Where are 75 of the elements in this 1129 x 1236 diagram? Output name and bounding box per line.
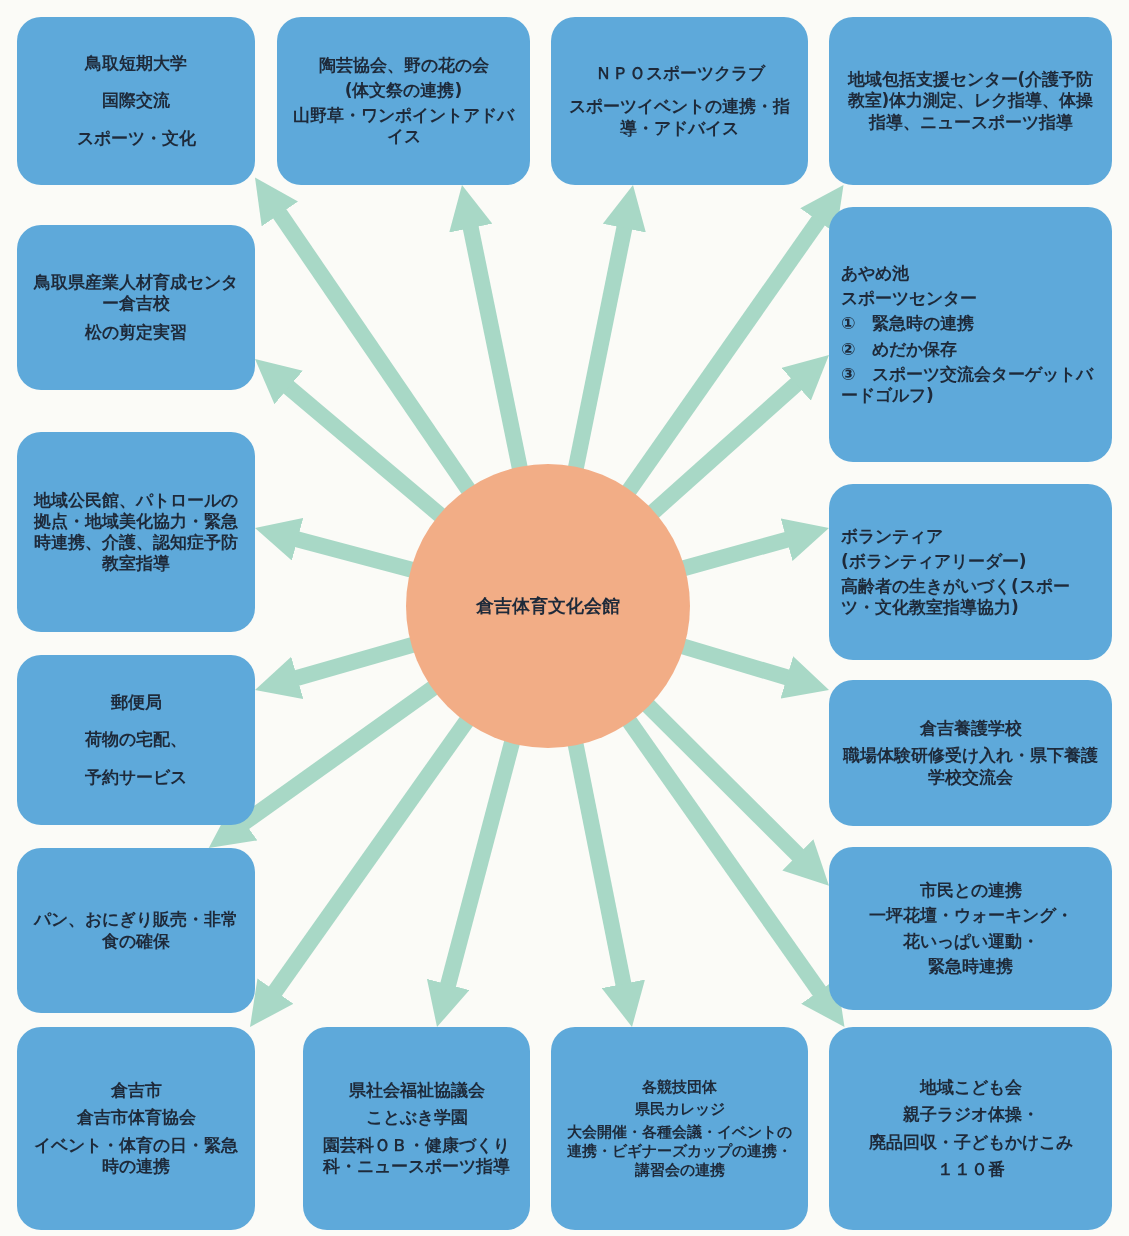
node-text: 緊急時連携 xyxy=(927,955,1014,977)
organization-box xyxy=(17,432,255,632)
node-text: 郵便局 xyxy=(109,692,163,714)
organization-box xyxy=(277,17,530,185)
node-text: ③ スポーツ交流会ターゲットバードゴルフ) xyxy=(841,363,1095,407)
node-text: 花いっぱい運動・ xyxy=(901,930,1040,952)
node-text: 鳥取県産業人材育成センター倉吉校 xyxy=(32,271,239,315)
arrow xyxy=(621,185,844,496)
node-text: 一坪花壇・ウォーキング・ xyxy=(867,905,1074,927)
node-text: 倉吉市体育協会 xyxy=(75,1107,197,1129)
node-text: 高齢者の生きがいづく(スポーツ・文化教室指導協力) xyxy=(841,576,1071,619)
organization-box xyxy=(17,655,255,825)
node-text: 山野草・ワンポイントアドバイス xyxy=(292,105,516,148)
node-text: 大会開催・各種会議・イベントの連携・ビギナーズカップの連携・講習会の連携 xyxy=(566,1123,793,1180)
node-text: イベント・体育の日・緊急時の連携 xyxy=(33,1134,239,1177)
organization-box xyxy=(829,17,1112,185)
arrow xyxy=(641,699,829,886)
center-label: 倉吉体育文化会館 xyxy=(476,594,620,618)
node-text: 国際交流 xyxy=(101,90,171,112)
node-text: スポーツイベントの連携・指導・アドバイス xyxy=(568,96,791,139)
node-text: 各競技団体 xyxy=(641,1077,718,1097)
node-text: ことぶき学園 xyxy=(364,1107,469,1129)
organization-box xyxy=(551,17,808,185)
organization-box xyxy=(829,484,1112,660)
node-text: 親子ラジオ体操・ xyxy=(901,1104,1040,1126)
node-text: 職場体験研修受け入れ・県下養護学校交流会 xyxy=(841,745,1099,788)
arrow xyxy=(622,715,845,1027)
node-text: ② めだか保存 xyxy=(841,338,959,360)
organization-box xyxy=(829,680,1112,826)
node-text: 鳥取短期大学 xyxy=(83,53,188,75)
organization-box xyxy=(17,17,255,185)
arrow xyxy=(449,185,528,471)
node-text: (体文祭の連携) xyxy=(343,79,464,101)
node-text: 陶芸協会、野の花の会 xyxy=(317,54,490,76)
organization-box xyxy=(829,1027,1112,1230)
node-text: 予約サービス xyxy=(84,766,188,788)
arrow xyxy=(647,355,829,519)
arrow xyxy=(255,177,476,495)
node-text: 地域包括支援センター(介護予防教室)体力測定、レク指導、体操指導、ニュースポーツ指導 xyxy=(846,69,1095,133)
node-text: あやめ池 xyxy=(841,262,910,284)
arrow xyxy=(255,518,415,578)
node-text: スポーツ・文化 xyxy=(75,127,197,149)
node-text: 地域こども会 xyxy=(918,1077,1023,1099)
node-text: (ボランティアリーダー) xyxy=(841,550,1028,572)
node-text: 市民との連携 xyxy=(918,880,1023,902)
node-text: １１０番 xyxy=(935,1158,1006,1180)
organization-box xyxy=(17,225,255,390)
node-text: 荷物の宅配、 xyxy=(84,729,188,751)
node-text: ① 緊急時の連携 xyxy=(841,313,976,335)
node-text: ボランティア xyxy=(841,525,944,547)
organization-box xyxy=(551,1027,808,1230)
arrow xyxy=(255,359,447,522)
organization-box xyxy=(829,847,1112,1010)
node-text: 園芸科ＯＢ・健康づくり科・ニュースポーツ指導 xyxy=(321,1134,511,1177)
node-text: 廃品回収・子どもかけこみ xyxy=(867,1131,1074,1153)
organization-box xyxy=(17,1027,255,1230)
arrow xyxy=(567,185,646,471)
node-text: 県社会福祉協議会 xyxy=(347,1080,486,1102)
arrow xyxy=(255,636,416,699)
node-text: 倉吉市 xyxy=(109,1080,163,1102)
node-text: 県民カレッジ xyxy=(633,1100,726,1120)
arrow xyxy=(679,638,829,699)
organization-box xyxy=(829,207,1112,462)
node-text: 倉吉養護学校 xyxy=(918,718,1023,740)
organization-box xyxy=(17,848,255,1013)
node-text: ＮＰＯスポーツクラブ xyxy=(593,63,767,85)
node-text: 地域公民館、パトロールの拠点・地域美化協力・緊急時連携、介護、認知症予防教室指導 xyxy=(32,489,239,575)
node-text: 松の剪定実習 xyxy=(84,322,188,344)
arrow xyxy=(567,741,645,1027)
node-text: スポーツセンター xyxy=(841,288,978,310)
arrow xyxy=(250,715,474,1027)
node-text: パン、おにぎり販売・非常食の確保 xyxy=(32,909,239,952)
arrow xyxy=(208,680,439,848)
arrow xyxy=(426,739,521,1027)
organization-box xyxy=(303,1027,530,1230)
